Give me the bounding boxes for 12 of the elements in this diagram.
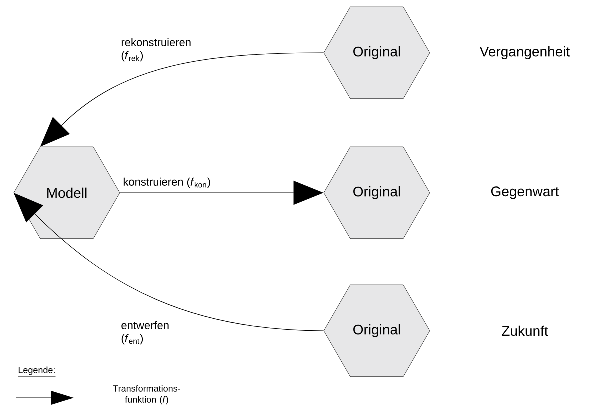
hexagon: Original bbox=[324, 284, 430, 378]
time-label: Vergangenheit bbox=[480, 46, 570, 60]
edge-label: entwerfen (f$_{ent}$) bbox=[122, 321, 169, 345]
edge-label: rekonstruieren (f$_{rek}$) bbox=[122, 38, 191, 62]
hexagon: Original bbox=[324, 146, 430, 240]
legend-title: Legende: bbox=[18, 366, 56, 377]
time-label: Zukunft bbox=[502, 326, 548, 336]
hexagon: Modell bbox=[14, 146, 120, 240]
time-label: Gegenwart bbox=[491, 186, 560, 200]
hexagon: Original bbox=[324, 6, 430, 100]
legend-text: Transformations- funktion (f) bbox=[113, 385, 180, 405]
edge-label: konstruieren (f$_{kon}$) bbox=[124, 178, 210, 188]
